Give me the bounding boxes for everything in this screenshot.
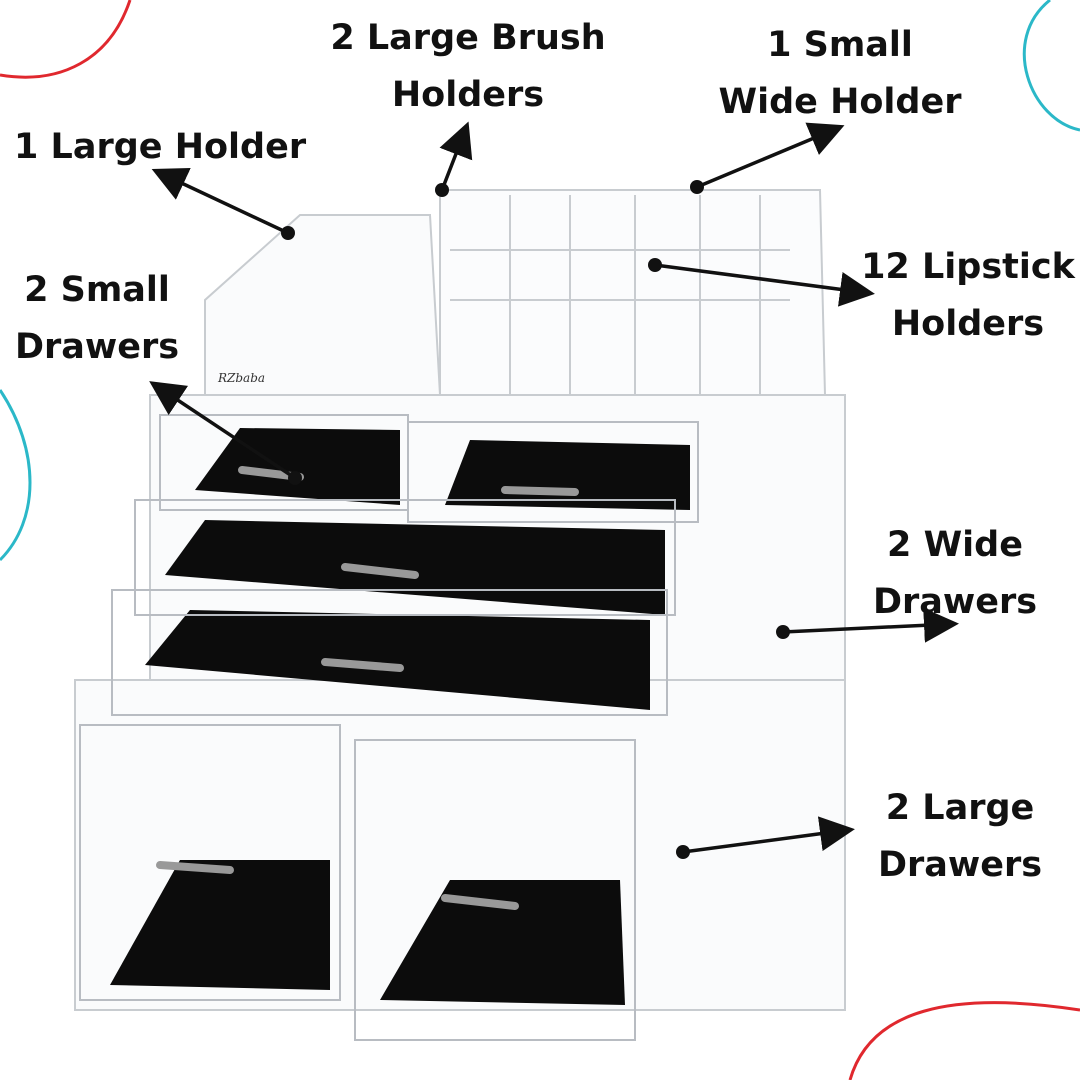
wide-drawer-2-lining — [145, 610, 650, 710]
label-line: 2 Wide — [887, 525, 1023, 565]
label-line: Drawers — [877, 845, 1043, 885]
arrow-small-wide-holder — [696, 122, 845, 189]
wide-drawer-1 — [134, 499, 676, 616]
large-drawer-right — [354, 739, 636, 1041]
brand-logo: RZbaba — [217, 371, 265, 385]
decor-curve-cyan-top-right — [1022, 0, 1080, 132]
label-large-drawers: 2 Large Drawers — [870, 780, 1050, 894]
large-drawer-left-lining — [110, 860, 330, 990]
arrow-lipstick-holders — [654, 263, 875, 307]
arrow-wide-drawers — [782, 607, 959, 643]
large-drawer-left — [79, 724, 341, 1001]
label-line: 12 Lipstick — [861, 247, 1075, 287]
arrow-large-holder — [151, 168, 289, 235]
label-line: 1 Small — [767, 25, 913, 65]
label-line: Drawers — [14, 327, 180, 367]
decor-curve-red-top-left — [0, 0, 132, 79]
arrow-large-drawers — [682, 816, 855, 854]
label-wide-drawers: 2 Wide Drawers — [865, 517, 1045, 631]
arrow-small-drawers — [149, 381, 296, 480]
large-drawer-right-lining — [380, 880, 625, 1005]
label-line: Wide Holder — [718, 82, 962, 122]
label-brush-holders: 2 Large Brush Holders — [318, 10, 618, 124]
arrow-brush-holders — [439, 121, 473, 191]
label-line: 2 Large — [885, 788, 1035, 828]
drawer-linings — [110, 428, 690, 1005]
label-lipstick-holders: 12 Lipstick Holders — [858, 239, 1078, 353]
label-line: Drawers — [872, 582, 1038, 622]
lipstick-grid — [450, 195, 790, 395]
label-small-drawers: 2 Small Drawers — [0, 262, 194, 376]
label-line: Holders — [891, 304, 1045, 344]
label-large-holder: 1 Large Holder — [14, 127, 307, 167]
brush-holders — [439, 189, 826, 396]
small-drawer-right — [407, 421, 699, 523]
label-small-wide-holder: 1 Small Wide Holder — [700, 17, 980, 131]
decor-curve-red-bottom-right — [848, 1001, 1080, 1080]
drawer-handles — [156, 466, 579, 910]
wide-drawer-1-lining — [165, 520, 665, 615]
label-line: Holders — [391, 75, 545, 115]
wide-drawer-2 — [111, 589, 668, 716]
label-line: 2 Small — [24, 270, 170, 310]
decor-curve-cyan-left — [0, 389, 32, 562]
label-line: 2 Large Brush — [330, 18, 606, 58]
large-holder — [204, 214, 442, 396]
